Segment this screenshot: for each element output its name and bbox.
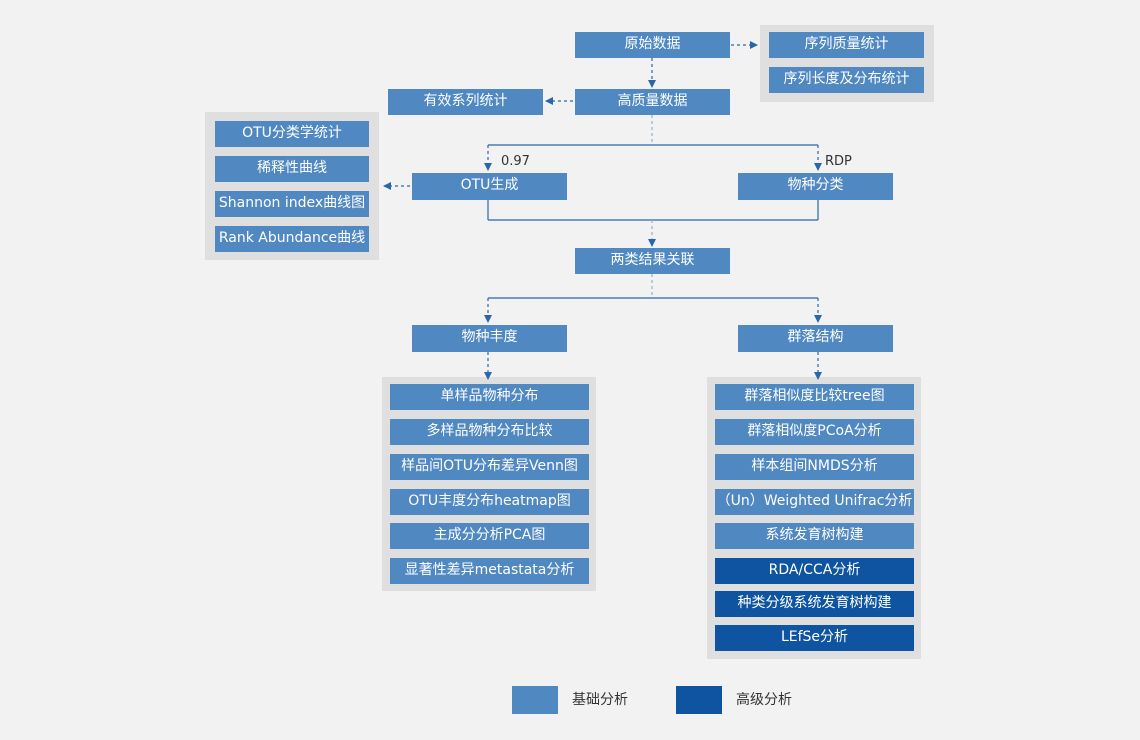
legend-advanced-swatch [676, 686, 722, 714]
community-panel-item: （Un）Weighted Unifrac分析 [715, 489, 914, 515]
node-otu-generation: OTU生成 [412, 173, 567, 200]
node-effective-stats: 有效系列统计 [388, 89, 543, 115]
richness-panel-item: OTU丰度分布heatmap图 [390, 489, 589, 515]
community-panel-item-advanced: 种类分级系统发育树构建 [715, 591, 914, 617]
richness-panel-item: 单样品物种分布 [390, 384, 589, 410]
community-panel-item: 群落相似度PCoA分析 [715, 419, 914, 445]
community-panel-item: 样本组间NMDS分析 [715, 454, 914, 480]
otu-panel-item: OTU分类学统计 [215, 121, 369, 147]
community-panel-item-advanced: LEfSe分析 [715, 625, 914, 651]
node-seq-quality: 序列质量统计 [769, 32, 924, 58]
node-species-richness: 物种丰度 [412, 325, 567, 352]
node-seq-length: 序列长度及分布统计 [769, 67, 924, 93]
legend-advanced-label: 高级分析 [736, 692, 792, 708]
richness-panel-item: 主成分分析PCA图 [390, 523, 589, 549]
community-panel-item: 系统发育树构建 [715, 523, 914, 549]
label-rdp: RDP [825, 154, 852, 169]
richness-panel-item: 样品间OTU分布差异Venn图 [390, 454, 589, 480]
legend-basic-swatch [512, 686, 558, 714]
community-panel-item: 群落相似度比较tree图 [715, 384, 914, 410]
richness-panel [382, 377, 596, 591]
richness-panel-item: 显著性差异metastata分析 [390, 558, 589, 584]
node-community-structure: 群落结构 [738, 325, 893, 352]
otu-panel-item: Rank Abundance曲线 [215, 226, 369, 252]
label-0-97: 0.97 [501, 154, 530, 169]
legend-basic-label: 基础分析 [572, 692, 628, 708]
node-combine-results: 两类结果关联 [575, 248, 730, 274]
node-species-classification: 物种分类 [738, 173, 893, 200]
otu-panel-item: 稀释性曲线 [215, 156, 369, 182]
otu-panel-item: Shannon index曲线图 [215, 191, 369, 217]
node-raw-data: 原始数据 [575, 32, 730, 58]
community-panel-item-advanced: RDA/CCA分析 [715, 558, 914, 584]
node-high-quality: 高质量数据 [575, 89, 730, 115]
richness-panel-item: 多样品物种分布比较 [390, 419, 589, 445]
